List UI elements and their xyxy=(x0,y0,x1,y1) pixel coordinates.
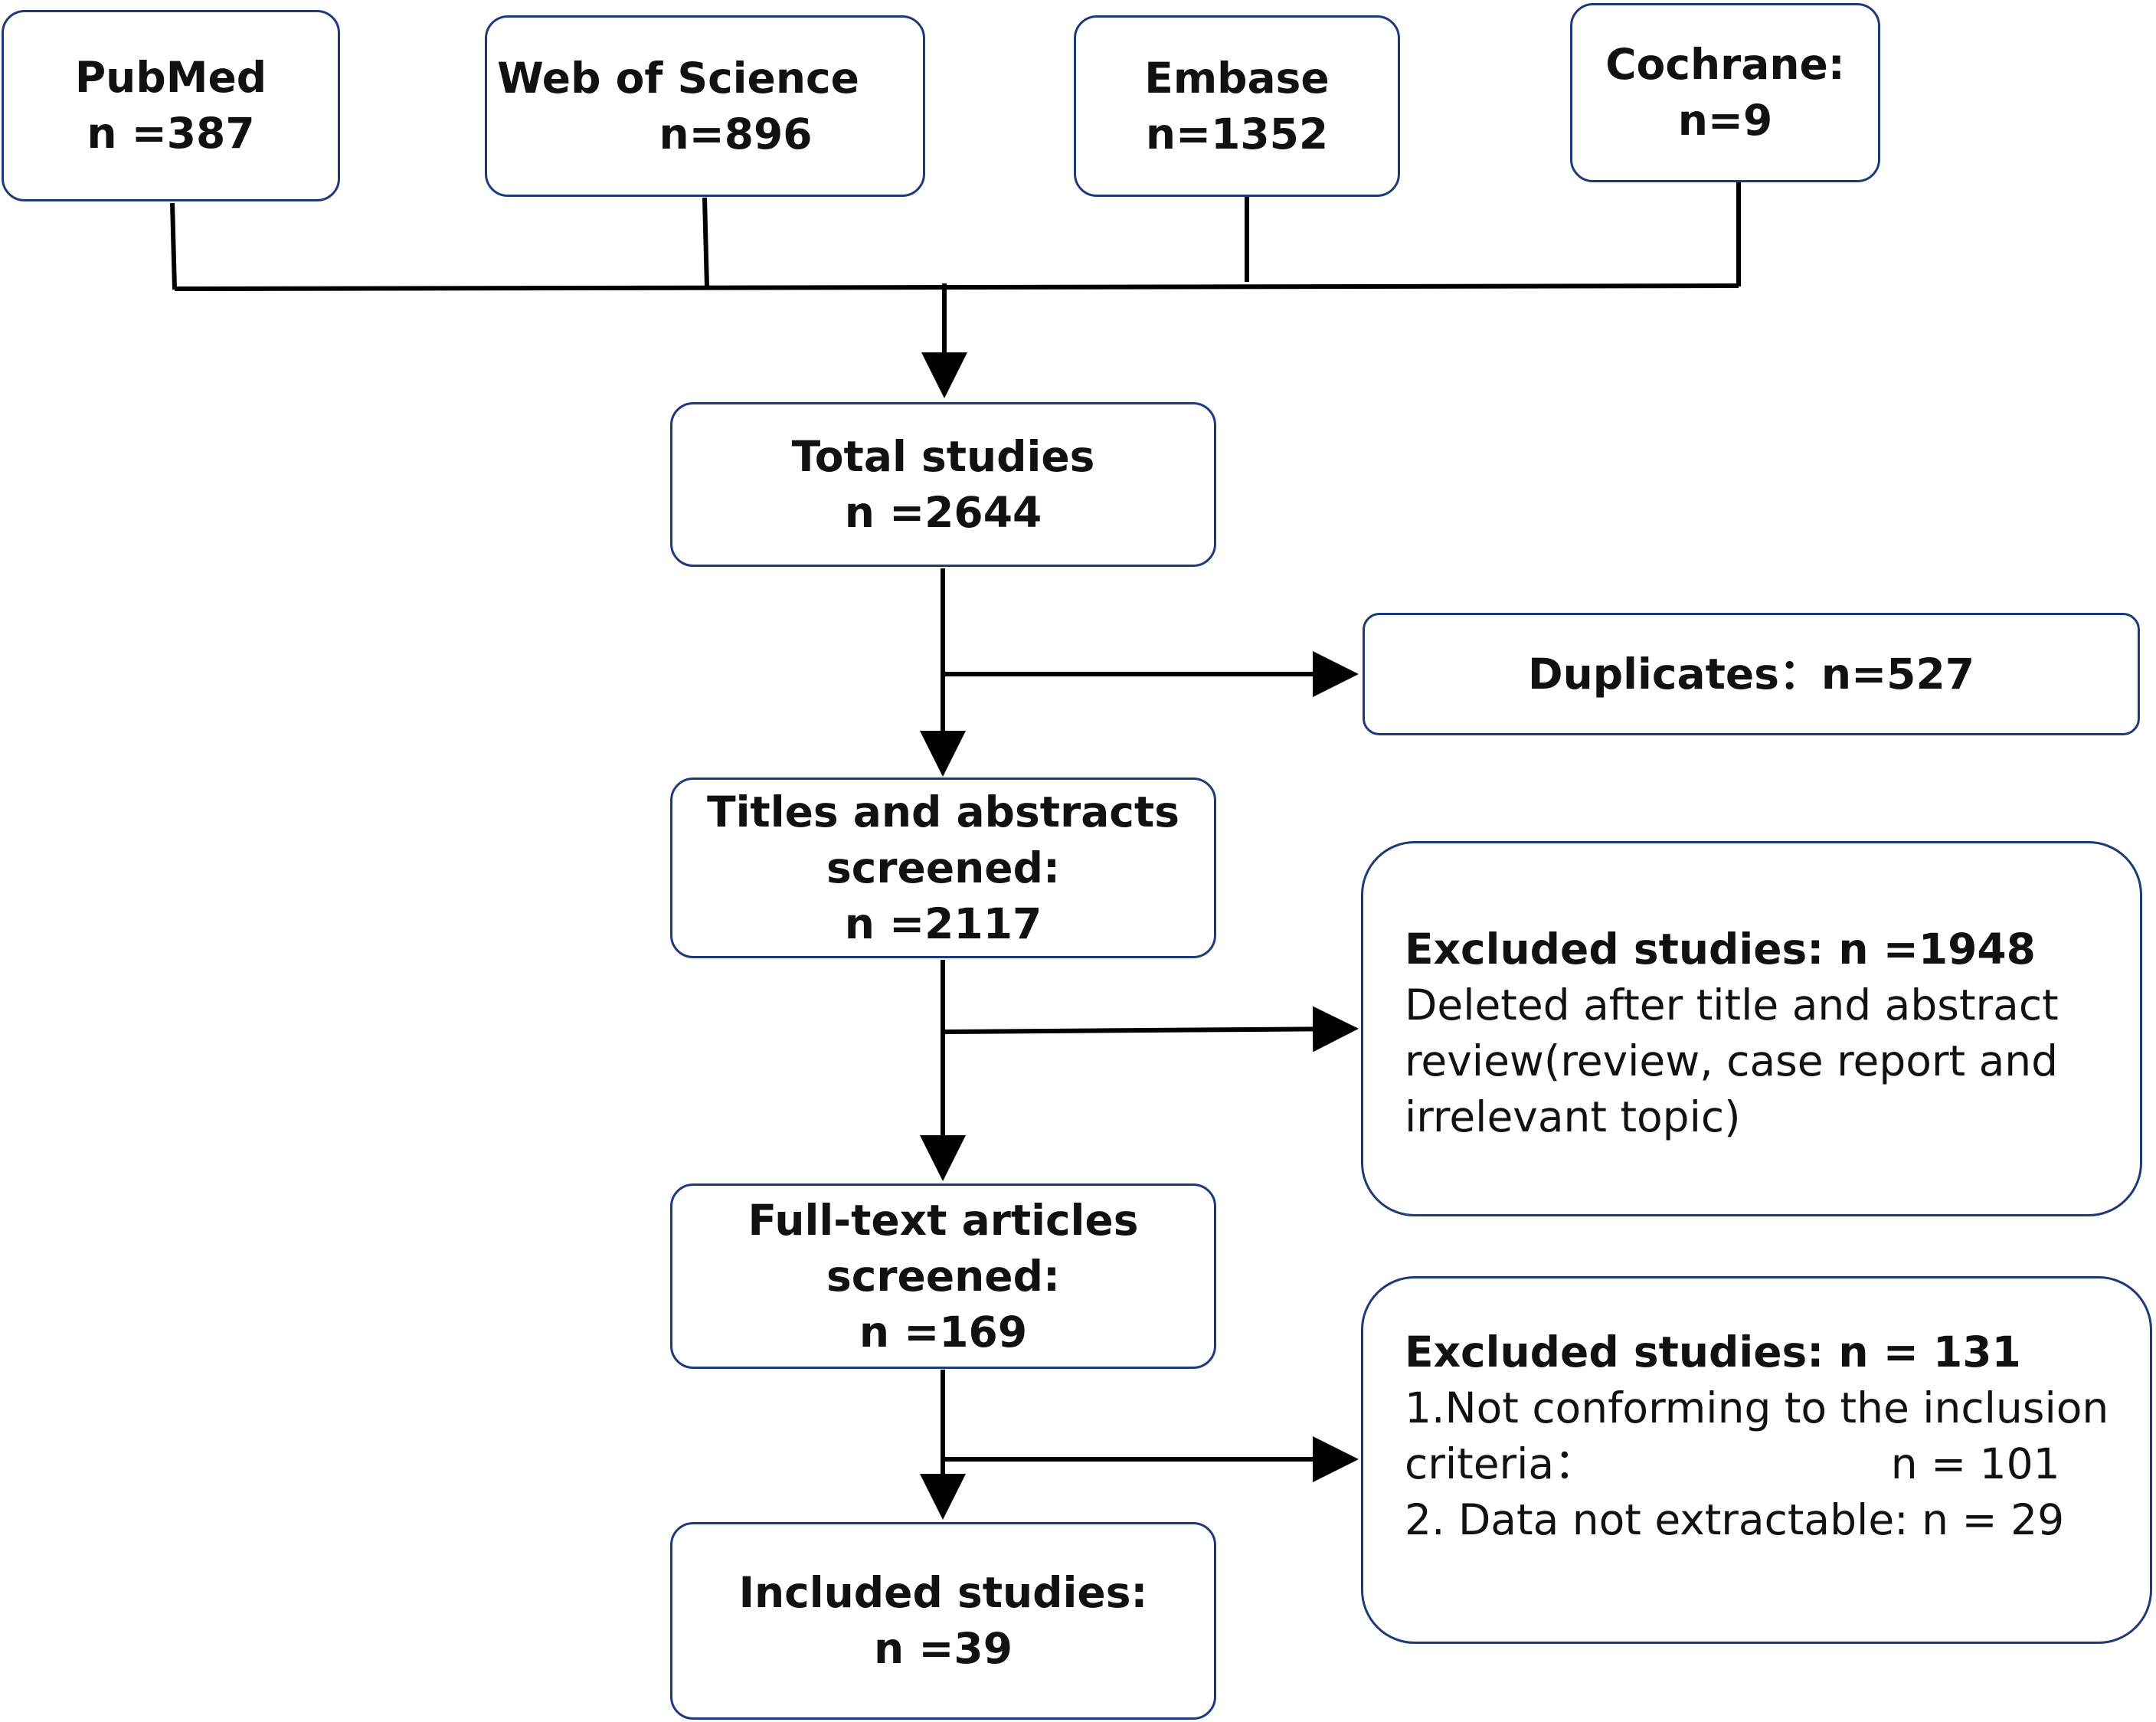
titles-abstracts-box: Titles and abstracts screened: n =2117 xyxy=(670,778,1216,958)
excluded1-reason: irrelevant topic) xyxy=(1405,1092,1741,1141)
titles-count: n =2117 xyxy=(844,899,1042,948)
excluded2-reason: 1.Not conforming to the inclusion xyxy=(1405,1383,2109,1432)
total-title: Total studies xyxy=(791,431,1095,481)
excluded2-reason: criteria： n = 101 xyxy=(1405,1439,2060,1488)
excluded1-heading: Excluded studies: n =1948 xyxy=(1405,925,2036,974)
excluded1-reason: Deleted after title and abstract xyxy=(1405,980,2059,1030)
total-studies-box: Total studies n =2644 xyxy=(670,402,1216,567)
source-box-pubmed: PubMed n =387 xyxy=(2,10,340,201)
included-studies-box: Included studies: n =39 xyxy=(670,1522,1216,1720)
total-count: n =2644 xyxy=(844,487,1042,537)
titles-line1: Titles and abstracts xyxy=(707,787,1179,836)
fulltext-line1: Full-text articles xyxy=(748,1195,1139,1245)
source-name: PubMed xyxy=(74,53,267,102)
source-count: n =387 xyxy=(87,109,255,158)
excluded1-reason: review(review, case report and xyxy=(1405,1036,2059,1085)
fulltext-line2: screened: xyxy=(826,1251,1060,1301)
source-count: n=1352 xyxy=(1145,109,1329,159)
source-name: Embase xyxy=(1144,53,1330,103)
source-box-embase: Embase n=1352 xyxy=(1074,15,1400,197)
included-count: n =39 xyxy=(874,1624,1013,1673)
excluded-studies-box-2: Excluded studies: n = 131 1.Not conformi… xyxy=(1361,1276,2152,1644)
titles-line2: screened: xyxy=(826,843,1060,892)
source-box-web-of-science: Web of Science n=896 xyxy=(485,15,925,197)
source-count: n=896 xyxy=(659,109,813,159)
fulltext-articles-box: Full-text articles screened: n =169 xyxy=(670,1183,1216,1369)
excluded2-heading: Excluded studies: n = 131 xyxy=(1405,1328,2021,1377)
duplicates-text: Duplicates：n=527 xyxy=(1528,649,1974,699)
fulltext-count: n =169 xyxy=(859,1307,1028,1357)
source-count: n=9 xyxy=(1677,96,1773,145)
source-box-cochrane: Cochrane: n=9 xyxy=(1570,3,1880,182)
excluded2-reason: 2. Data not extractable: n = 29 xyxy=(1405,1495,2065,1544)
source-name: Cochrane: xyxy=(1605,40,1845,89)
included-title: Included studies: xyxy=(738,1568,1148,1617)
source-name: Web of Science xyxy=(497,53,859,103)
excluded-studies-box-1: Excluded studies: n =1948 Deleted after … xyxy=(1361,841,2142,1216)
duplicates-box: Duplicates：n=527 xyxy=(1363,613,2140,735)
